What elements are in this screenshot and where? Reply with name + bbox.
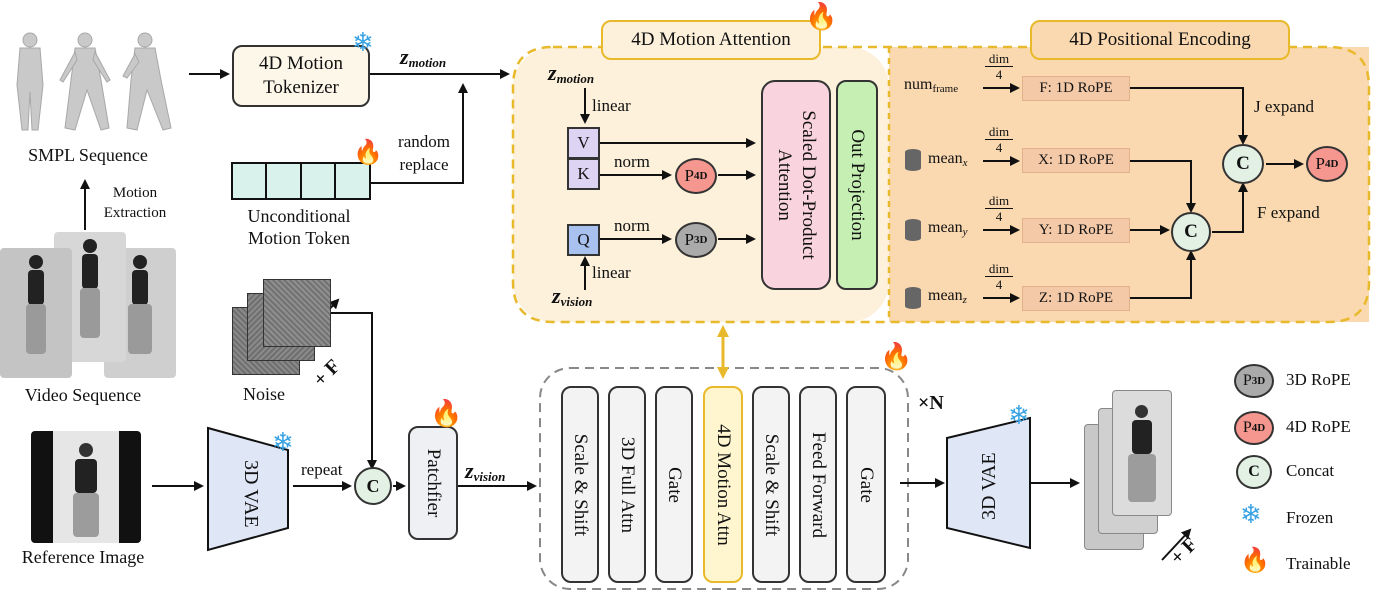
z-vision-attn: zvision [552, 283, 593, 309]
z-motion-tokenizer: zmotion [400, 44, 447, 70]
vae-in-shape [207, 426, 289, 552]
norm-q-label: norm [614, 216, 650, 235]
fire-icon-token: 🔥 [353, 140, 383, 166]
num-frame-label: numframe [904, 76, 959, 95]
j-expand-label: J expand [1254, 97, 1314, 116]
out-projection-box: Out Projection [836, 80, 878, 290]
fire-icon-attention: 🔥 [805, 2, 838, 31]
q-box: Q [567, 224, 600, 256]
z-rope-box: Z: 1D RoPE [1022, 286, 1130, 311]
x-rope-box: X: 1D RoPE [1022, 148, 1130, 173]
smpl-sequence-label: SMPL Sequence [28, 145, 148, 165]
reference-image [31, 431, 141, 543]
block-feed-forward: Feed Forward [799, 386, 837, 583]
block-scale-shift-1: Scale & Shift [561, 386, 599, 583]
legend-trainable-label: Trainable [1286, 554, 1351, 573]
unconditional-motion-token [231, 162, 371, 200]
concat-circle-top: C [1222, 144, 1264, 184]
linear-bottom-label: linear [592, 263, 631, 282]
vae-in-label: 3D VAE [240, 460, 262, 528]
motion-attention-title: 4D Motion Attention [601, 20, 821, 60]
legend-p3d-label: 3D RoPE [1286, 370, 1351, 389]
legend-concat-label: Concat [1286, 461, 1335, 480]
block-3d-full-attn: 3D Full Attn [608, 386, 646, 583]
panel-border [511, 45, 1371, 324]
v-box: V [567, 127, 600, 159]
database-icon-z [905, 287, 921, 309]
z-vision-pipeline: zvision [465, 458, 506, 484]
fire-icon-transformer: 🔥 [880, 342, 913, 371]
legend-frozen-label: Frozen [1286, 508, 1334, 527]
frozen-icon-tokenizer: ❄ [352, 28, 374, 57]
legend-concat-icon: C [1236, 455, 1272, 489]
legend-fire-icon: 🔥 [1240, 548, 1270, 574]
video-people [26, 239, 152, 354]
legend-p4d-label: 4D RoPE [1286, 417, 1351, 436]
output-frame-3 [1112, 390, 1172, 516]
database-icon-x [905, 149, 921, 171]
mean-z-label: meanz [928, 287, 967, 306]
norm-k-label: norm [614, 152, 650, 171]
block-4d-motion-attn: 4D Motion Attn [703, 386, 743, 583]
block-gate-2: Gate [846, 386, 886, 583]
mean-y-label: meany [928, 219, 968, 238]
noise-label: Noise [243, 384, 285, 404]
video-sequence-label: Video Sequence [24, 385, 142, 405]
f-expand-label: F expand [1257, 203, 1320, 222]
y-rope-box: Y: 1D RoPE [1022, 218, 1130, 243]
vae-out-shape [946, 416, 1031, 550]
f-rope-box: F: 1D RoPE [1022, 76, 1130, 101]
database-icon-y [905, 219, 921, 241]
k-box: K [567, 158, 600, 190]
frozen-icon-vae-in: ❄ [272, 428, 294, 457]
noise-frame-3 [263, 279, 331, 347]
repeat-label: repeat [301, 460, 343, 479]
linear-top-label: linear [592, 96, 631, 115]
z-motion-attn: zmotion [548, 60, 595, 86]
concat-circle-pipeline: C [354, 467, 392, 505]
block-scale-shift-2: Scale & Shift [752, 386, 790, 583]
patchifier-box: Patchfier [408, 426, 458, 540]
block-gate-1: Gate [655, 386, 693, 583]
smpl-figures-image [16, 32, 172, 131]
mean-x-label: meanx [928, 150, 968, 169]
frozen-icon-vae-out: ❄ [1008, 401, 1030, 430]
vae-out-label: 3D VAE [978, 452, 1000, 520]
fire-icon-patchifier: 🔥 [430, 399, 463, 428]
legend-frozen-icon: ❄ [1240, 500, 1262, 529]
times-n-label: ×N [918, 392, 944, 414]
positional-encoding-title: 4D Positional Encoding [1030, 20, 1290, 60]
reference-image-label: Reference Image [21, 547, 145, 567]
concat-circle-mid: C [1171, 212, 1211, 252]
